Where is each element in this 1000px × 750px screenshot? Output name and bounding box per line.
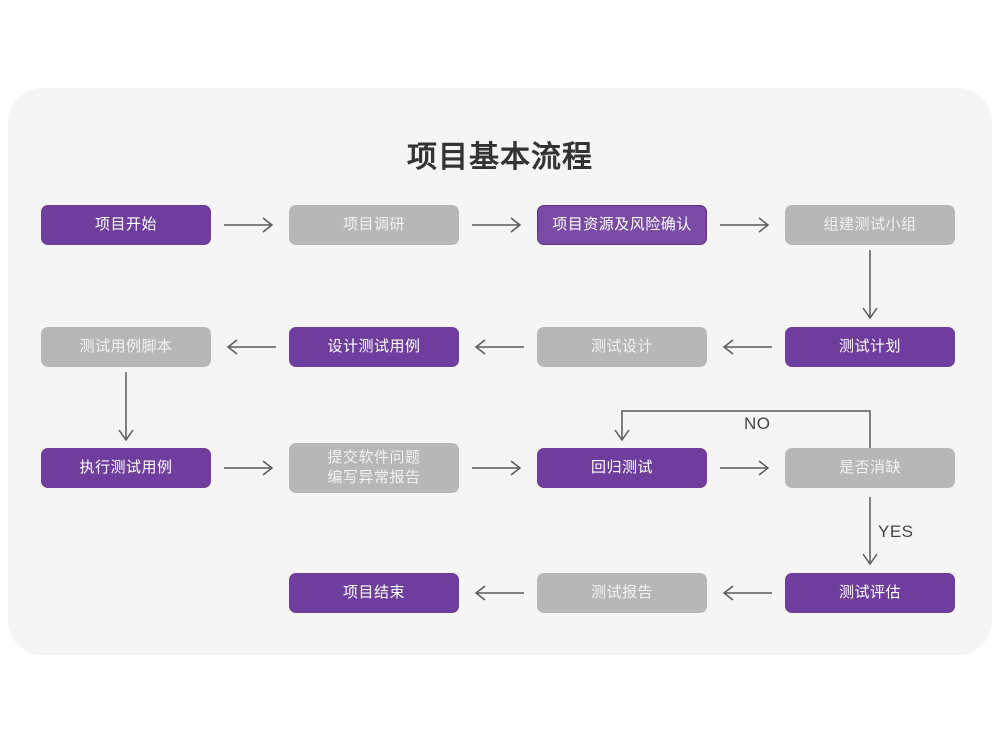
edge-label-yes: YES — [878, 522, 914, 541]
node-project-start[interactable]: 项目开始 — [41, 205, 211, 245]
node-design-test-cases[interactable]: 设计测试用例 — [289, 327, 459, 367]
node-execute-test-cases[interactable]: 执行测试用例 — [41, 448, 211, 488]
node-regression-test[interactable]: 回归测试 — [537, 448, 707, 488]
page-title: 项目基本流程 — [407, 141, 593, 174]
node-project-research[interactable]: 项目调研 — [289, 205, 459, 245]
node-project-end[interactable]: 项目结束 — [289, 573, 459, 613]
node-build-test-team[interactable]: 组建测试小组 — [785, 205, 955, 245]
node-test-evaluation[interactable]: 测试评估 — [785, 573, 955, 613]
node-defect-cleared-decision[interactable]: 是否消缺 — [785, 448, 955, 488]
node-test-report[interactable]: 测试报告 — [537, 573, 707, 613]
node-test-plan[interactable]: 测试计划 — [785, 327, 955, 367]
node-submit-issues-report[interactable]: 提交软件问题 编写异常报告 — [289, 443, 459, 493]
node-resource-risk-confirm[interactable]: 项目资源及风险确认 — [537, 205, 707, 245]
node-test-case-scripts[interactable]: 测试用例脚本 — [41, 327, 211, 367]
edge-label-no: NO — [744, 414, 771, 433]
flowchart-card — [8, 88, 992, 655]
node-test-design[interactable]: 测试设计 — [537, 327, 707, 367]
